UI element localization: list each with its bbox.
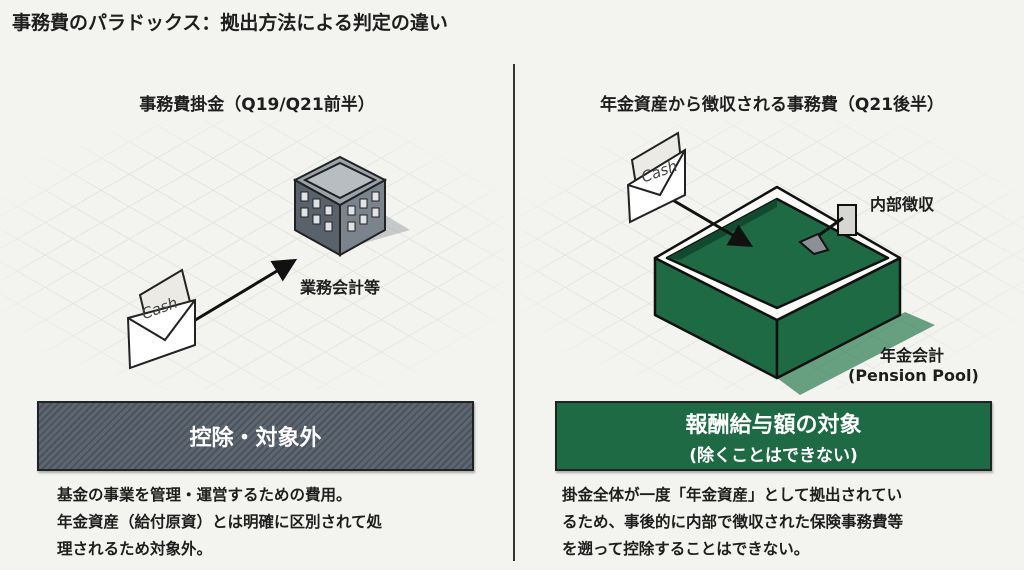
right-verdict-note: (除くことはできない) bbox=[689, 445, 858, 466]
description-line: 基金の事業を管理・運営するための費用。 bbox=[57, 486, 352, 504]
description-line: 理されるため対象外。 bbox=[57, 540, 213, 558]
left-arrow bbox=[191, 258, 298, 324]
building-label: 業務会計等 bbox=[300, 278, 381, 297]
cash-envelope-icon-left bbox=[126, 268, 197, 370]
cash-envelope-icon-right bbox=[626, 131, 686, 224]
pool-label-en: (Pension Pool) bbox=[848, 366, 979, 385]
office-building-icon bbox=[292, 155, 410, 257]
collector-label: 内部徴収 bbox=[870, 195, 935, 214]
left-description: 基金の事業を管理・運営するための費用。 年金資産（給付原資）とは明確に区別されて… bbox=[57, 482, 382, 563]
left-grid-background bbox=[0, 120, 505, 390]
description-line: 年金資産（給付原資）とは明確に区別されて処 bbox=[57, 513, 383, 531]
right-heading: 年金資産から徴収される事務費（Q21後半） bbox=[599, 95, 945, 115]
right-verdict: 報酬給与額の対象 bbox=[685, 412, 862, 438]
description-line: を遡って控除することはできない。 bbox=[562, 540, 810, 558]
left-verdict-box: 控除・対象外 bbox=[37, 401, 474, 471]
right-verdict-box: 報酬給与額の対象 (除くことはできない) bbox=[555, 401, 992, 471]
pension-pool-icon bbox=[653, 185, 935, 395]
page-title: 事務費のパラドックス：拠出方法による判定の違い bbox=[12, 12, 448, 34]
pool-label: 年金会計 bbox=[880, 346, 945, 365]
divider bbox=[513, 64, 515, 561]
left-verdict: 控除・対象外 bbox=[189, 426, 322, 451]
left-heading: 事務費掛金（Q19/Q21前半） bbox=[139, 95, 375, 115]
right-description: 掛金全体が一度「年金資産」として拠出されてい るため、事後的に内部で徴収された保… bbox=[562, 482, 903, 563]
right-arrow bbox=[663, 193, 754, 248]
description-line: 掛金全体が一度「年金資産」として拠出されてい bbox=[562, 486, 903, 504]
collector-device-icon bbox=[798, 204, 857, 256]
description-line: るため、事後的に内部で徴収された保険事務費等 bbox=[562, 513, 904, 531]
